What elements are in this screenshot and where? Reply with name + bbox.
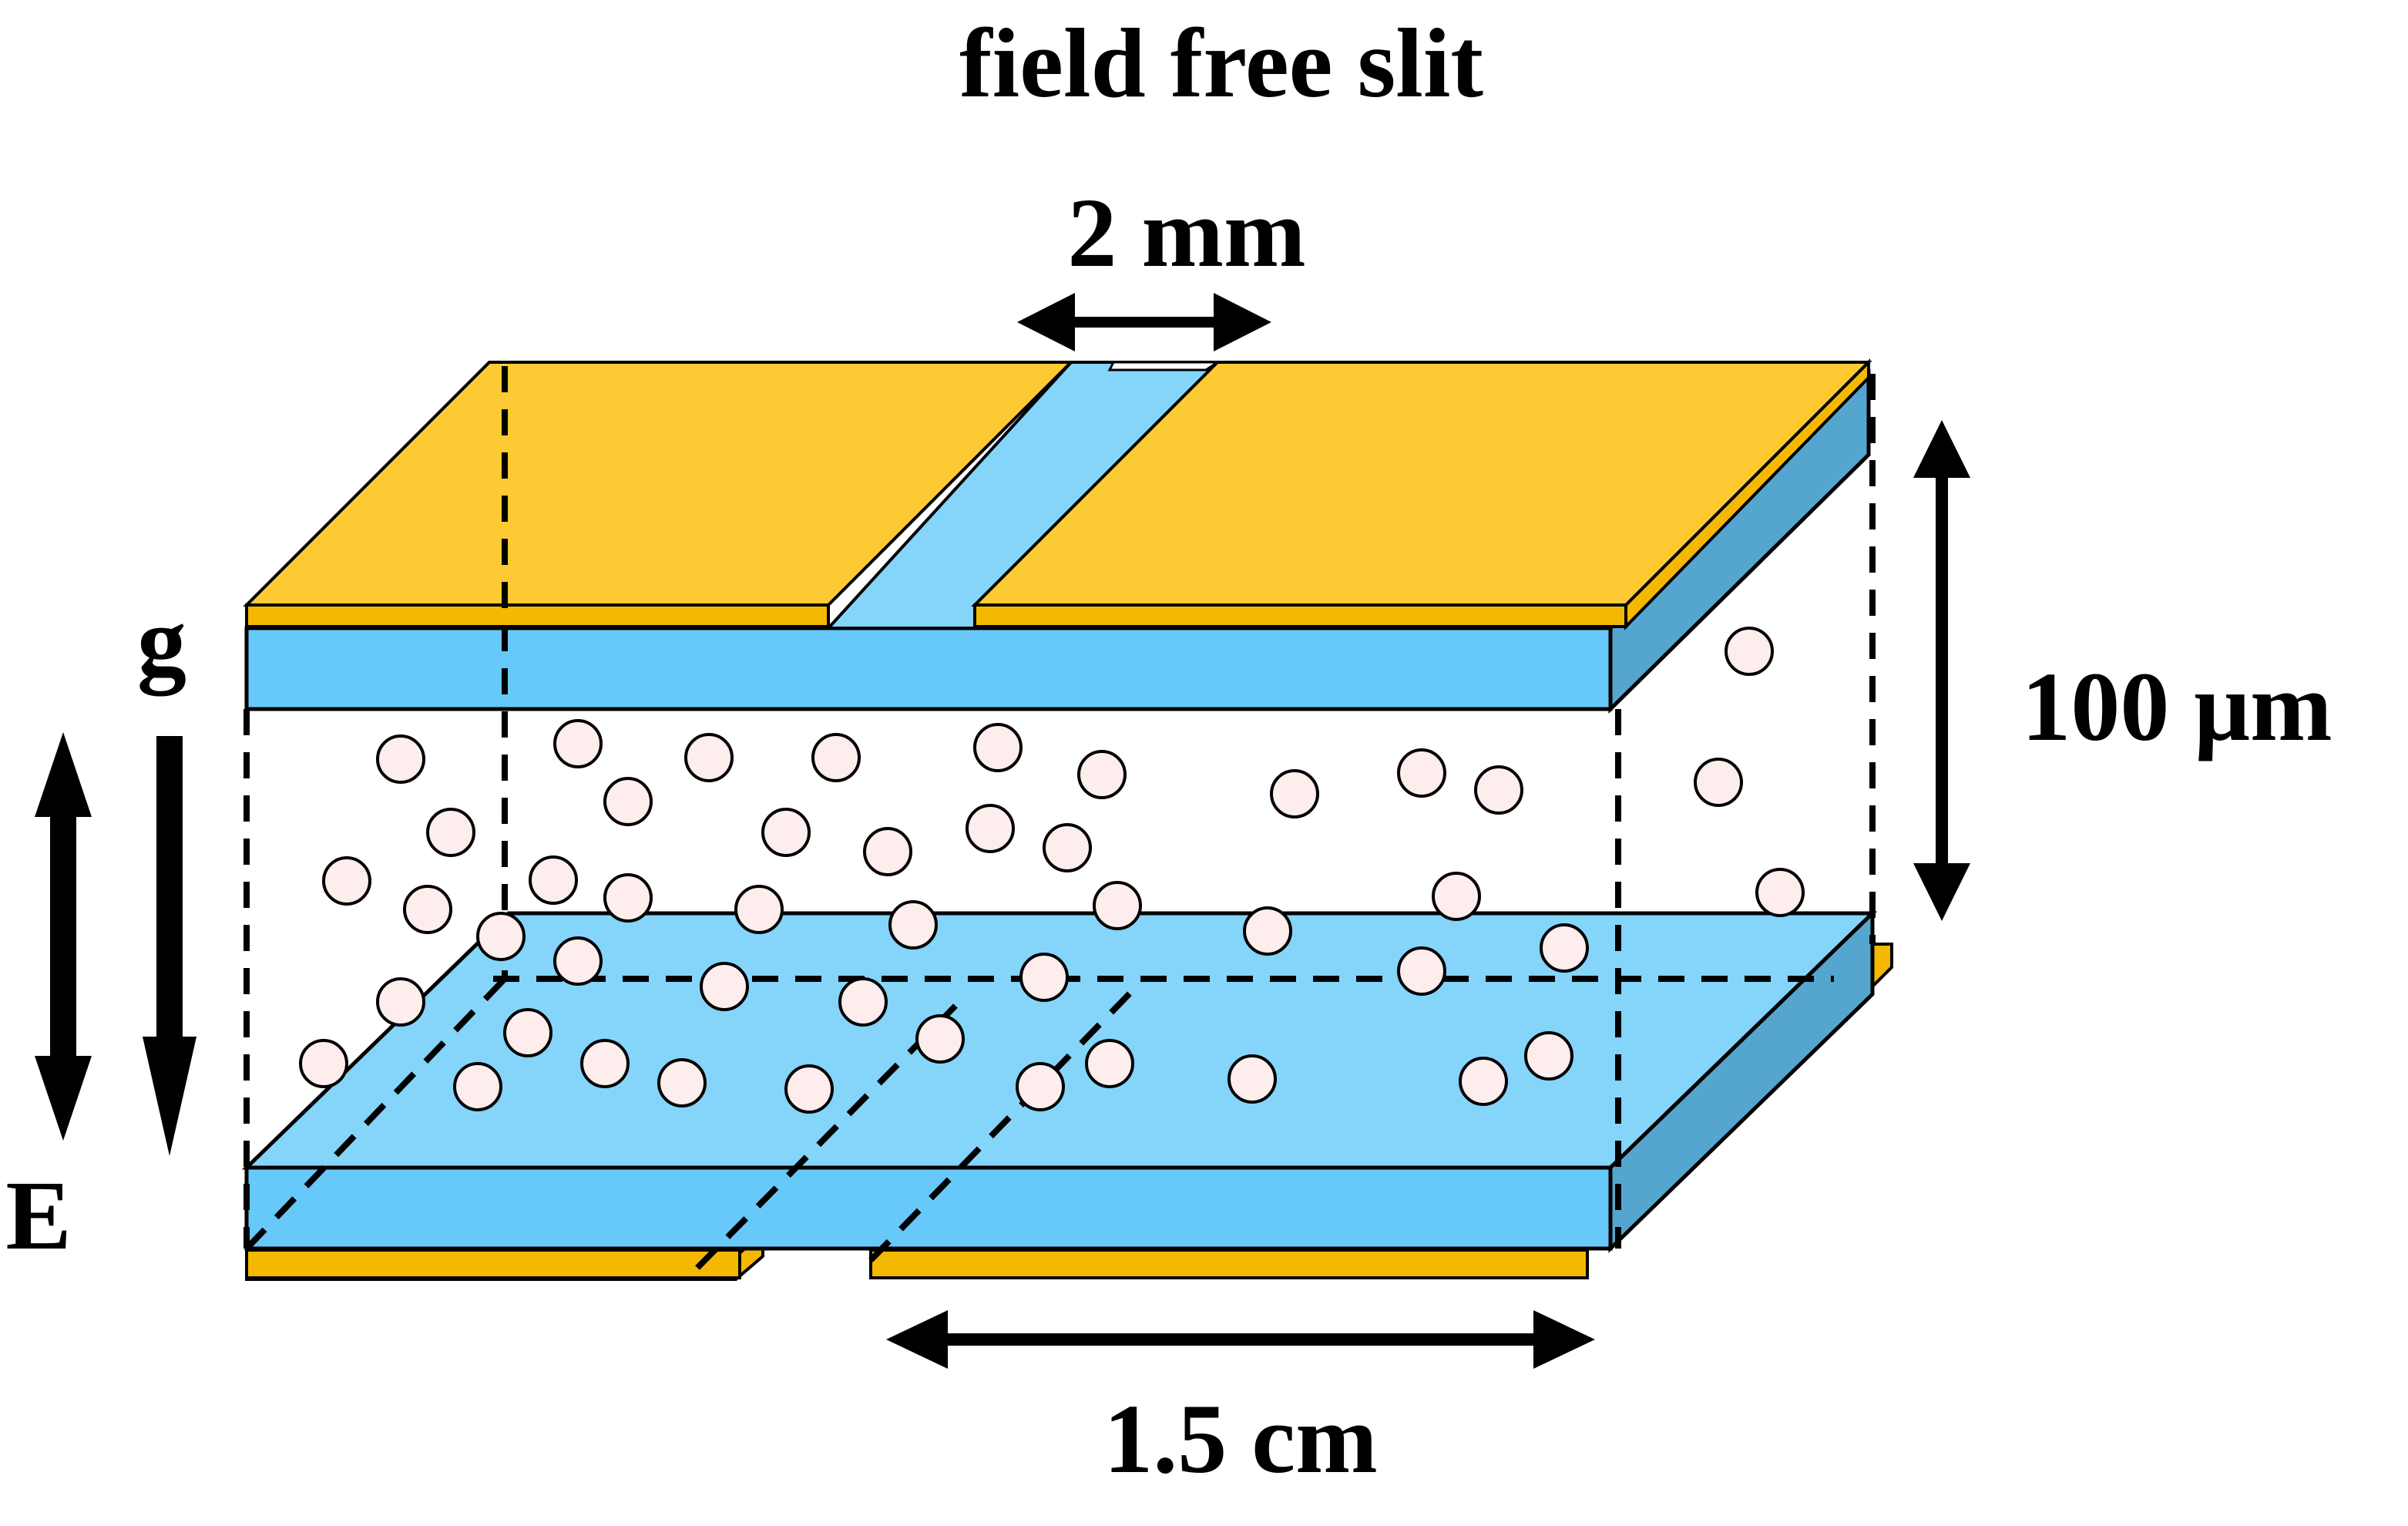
bottom-electrode-left-front xyxy=(245,1249,741,1279)
top-glass-front-face xyxy=(244,626,1613,711)
top-electrode-right-side xyxy=(1624,358,1870,630)
arrows xyxy=(35,293,1970,1369)
particle xyxy=(1043,823,1092,872)
particle xyxy=(1432,872,1481,921)
particle xyxy=(580,1039,630,1088)
particle xyxy=(863,827,912,876)
particle xyxy=(529,855,578,905)
particle xyxy=(322,856,371,906)
particle xyxy=(915,1014,965,1064)
particle xyxy=(1694,758,1743,807)
particle xyxy=(603,777,653,826)
field-label: E xyxy=(5,1161,71,1270)
particle xyxy=(1459,1057,1508,1106)
top-electrode-right-front xyxy=(973,603,1627,628)
particle xyxy=(1474,765,1523,815)
field-arrow xyxy=(35,732,92,1141)
particle xyxy=(503,1008,552,1057)
particle xyxy=(1725,627,1774,676)
length-arrow xyxy=(886,1310,1595,1369)
particle xyxy=(734,885,784,934)
particle xyxy=(1016,1062,1065,1111)
top-electrode-left-front xyxy=(245,603,830,628)
bottom-electrode-right-front xyxy=(869,1249,1589,1279)
particle xyxy=(784,1064,834,1114)
particle xyxy=(973,723,1023,772)
particle xyxy=(761,808,811,857)
guide-diag-slit-right xyxy=(868,988,1135,1262)
bottom-glass-front-face xyxy=(244,1165,1613,1251)
particle xyxy=(888,900,938,950)
slit-width-arrow xyxy=(1017,293,1271,351)
top-plate xyxy=(243,358,1872,714)
particle xyxy=(1755,868,1805,917)
particle xyxy=(1228,1054,1277,1104)
particle xyxy=(1077,750,1127,799)
particle xyxy=(1397,748,1446,798)
gravity-label: g xyxy=(137,587,186,696)
particle xyxy=(811,733,861,782)
particle xyxy=(1524,1031,1573,1081)
particle xyxy=(1243,906,1292,956)
particle xyxy=(376,977,425,1027)
bottom-electrode-right-edge xyxy=(1871,943,1893,990)
particle xyxy=(657,1058,707,1108)
particle xyxy=(553,936,603,986)
slit-width-label: 2 mm xyxy=(1067,178,1305,287)
particle xyxy=(453,1062,502,1111)
particle xyxy=(838,977,888,1027)
particle xyxy=(603,873,653,923)
particle xyxy=(1270,769,1319,818)
gap-height-label: 100 μm xyxy=(2021,652,2332,761)
particle xyxy=(553,719,603,768)
particle xyxy=(966,804,1015,853)
guide-diag-slit-left xyxy=(695,1003,958,1270)
particle xyxy=(684,733,734,782)
particle xyxy=(376,734,425,784)
title-label: field free slit xyxy=(959,8,1483,118)
length-label: 1.5 cm xyxy=(1103,1384,1377,1494)
particle xyxy=(1085,1039,1134,1088)
particle xyxy=(1397,946,1446,996)
particle xyxy=(1540,923,1589,973)
gap-height-arrow xyxy=(1913,420,1970,921)
particle xyxy=(476,912,526,961)
guide-diag-left xyxy=(244,976,507,1251)
particle xyxy=(426,808,475,857)
particle xyxy=(299,1039,348,1088)
particles xyxy=(299,627,1805,1114)
particle xyxy=(1093,881,1142,930)
particle xyxy=(1019,953,1069,1002)
particle xyxy=(700,962,749,1011)
particle xyxy=(403,885,452,934)
gravity-arrow xyxy=(143,736,196,1156)
slit-back-notch xyxy=(1107,361,1221,371)
